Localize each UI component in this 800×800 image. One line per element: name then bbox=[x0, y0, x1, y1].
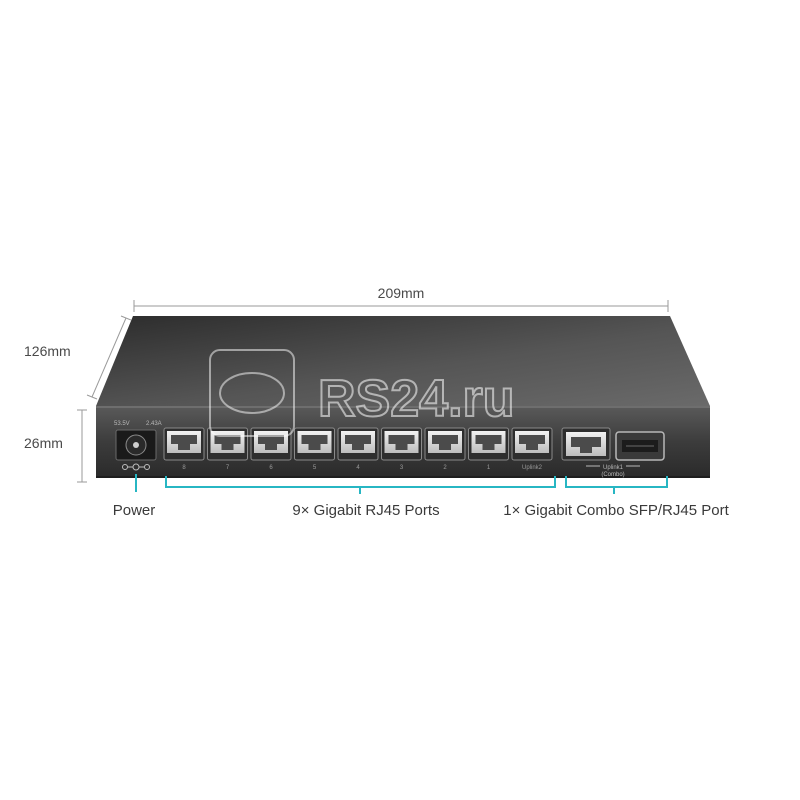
rj45-port: Uplink2 bbox=[511, 427, 553, 471]
power-callout: Power bbox=[113, 502, 156, 519]
rj45-port: 3 bbox=[381, 427, 422, 471]
polarity-icon bbox=[122, 463, 150, 471]
power-jack: 53.5V 2.43A bbox=[114, 421, 162, 471]
combo-port-sublabel: (Combo) bbox=[601, 472, 624, 478]
combo-port-group: Uplink1 (Combo) bbox=[561, 427, 665, 478]
port-number: 1 bbox=[487, 465, 491, 471]
combo-callout: 1× Gigabit Combo SFP/RJ45 Port bbox=[503, 502, 729, 519]
depth-dimension: 126mm bbox=[24, 315, 132, 400]
callout-brackets bbox=[135, 474, 668, 494]
power-voltage: 53.5V bbox=[114, 421, 130, 427]
rj45-port: 8 bbox=[163, 427, 205, 471]
rj45-port: 1 bbox=[468, 427, 509, 471]
port-number: 3 bbox=[400, 465, 404, 471]
chassis-top bbox=[96, 316, 710, 406]
watermark-text: RS24.ru bbox=[318, 370, 515, 428]
port-number: Uplink2 bbox=[522, 465, 543, 471]
rj45-port: 2 bbox=[424, 427, 466, 471]
depth-label: 126mm bbox=[24, 343, 71, 359]
height-label: 26mm bbox=[24, 435, 63, 451]
sfp-slot bbox=[615, 431, 665, 461]
height-dimension: 26mm bbox=[24, 409, 87, 483]
watermark: RS24.ru bbox=[209, 349, 516, 437]
port-number: 7 bbox=[226, 465, 230, 471]
port-number: 4 bbox=[356, 465, 360, 471]
power-current: 2.43A bbox=[146, 421, 162, 427]
rj45-ports: 8 7 6 5 4 3 2 1 Uplink2 bbox=[163, 427, 553, 471]
combo-port-label: Uplink1 bbox=[603, 465, 624, 471]
rj45-port: 5 bbox=[294, 427, 335, 471]
watermark-logo-mark bbox=[219, 372, 285, 414]
port-number: 6 bbox=[269, 465, 273, 471]
combo-callout-bracket bbox=[565, 476, 668, 488]
port-number: 5 bbox=[313, 465, 317, 471]
rj45-port: 4 bbox=[337, 427, 379, 471]
combo-rj45-port bbox=[561, 427, 611, 461]
watermark-logo-frame bbox=[209, 349, 295, 437]
width-label: 209mm bbox=[378, 285, 425, 301]
port-number: 8 bbox=[182, 465, 186, 471]
port-number: 2 bbox=[443, 465, 447, 471]
rj45-callout: 9× Gigabit RJ45 Ports bbox=[292, 502, 439, 519]
width-dimension: 209mm bbox=[133, 285, 669, 312]
